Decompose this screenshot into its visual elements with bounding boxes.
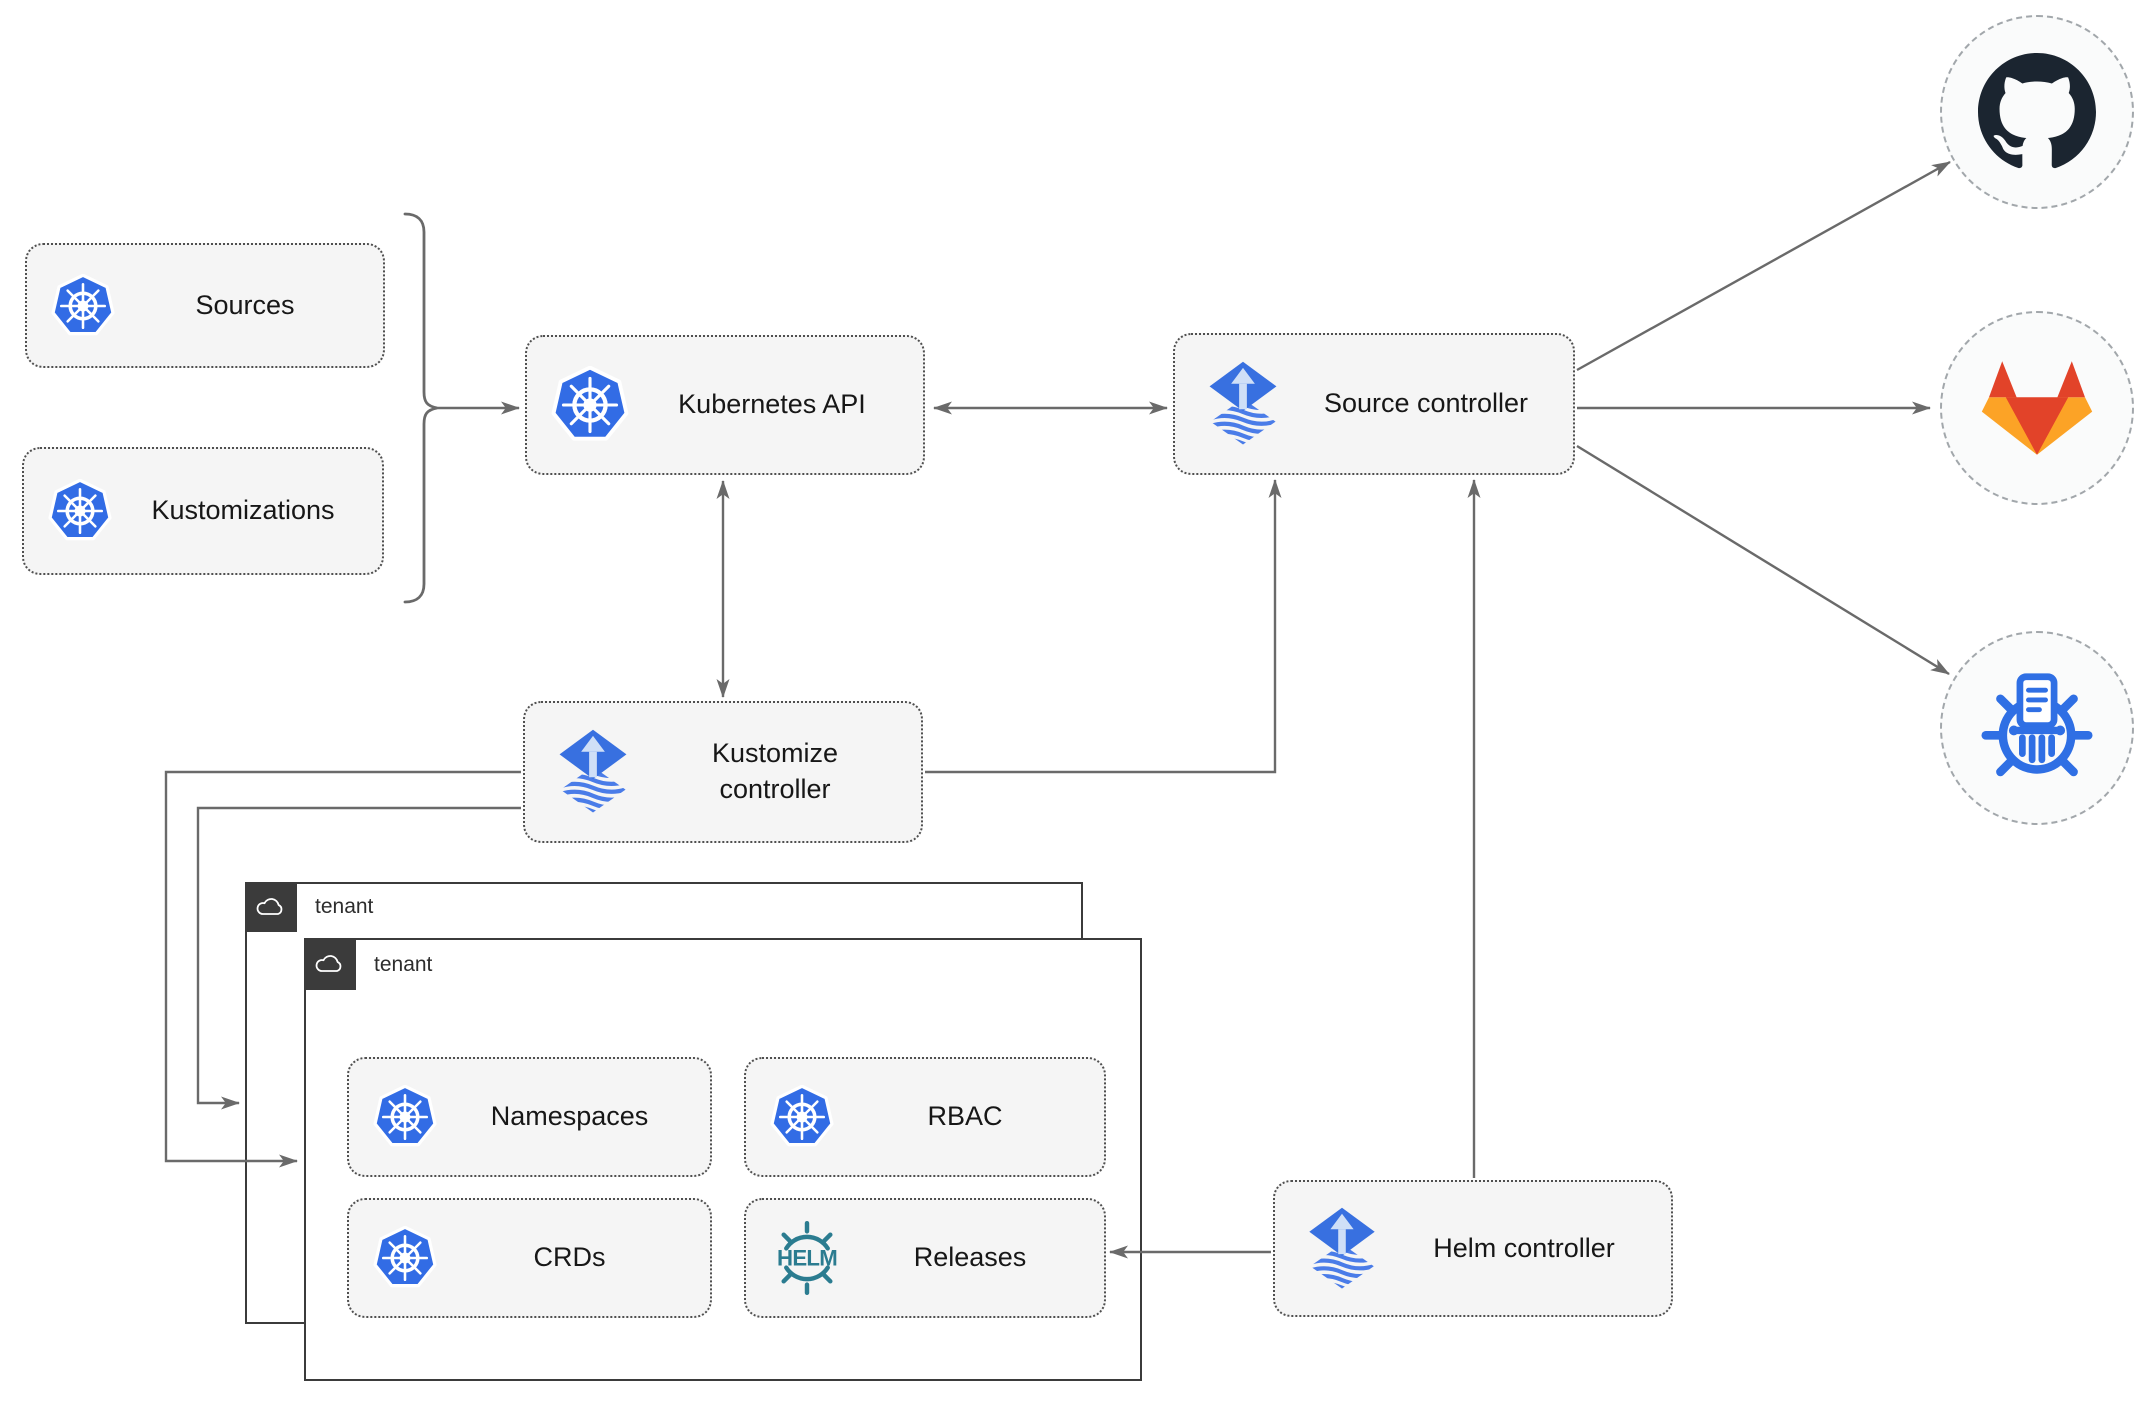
kubernetes-icon [373,1085,437,1149]
edge-source-github [1576,160,1951,372]
node-label: Kustomizations [151,495,335,526]
manifest-bucket-icon [1976,667,2098,789]
tenant-tab [245,882,297,932]
node-crds: CRDs [347,1198,712,1318]
node-namespaces: Namespaces [347,1057,712,1177]
cloud-icon [255,895,287,919]
helm-logo-text: HELM [777,1245,837,1270]
flux-icon [1299,1206,1385,1292]
gitlab-tanuki-icon [1977,352,2097,464]
node-sources: Sources [25,243,385,368]
node-label: Releases [913,1242,1027,1273]
tenant-group-label: tenant [315,895,374,918]
flux-icon [549,728,637,816]
helm-icon: HELM [770,1221,844,1295]
node-kustomizations: Kustomizations [22,447,384,575]
tenant-group-label: tenant [374,953,433,976]
github-octocat-icon [1978,53,2096,171]
node-label: RBAC [927,1101,1003,1132]
flux-icon [1199,360,1287,448]
endpoint-gitlab [1940,311,2134,505]
tenant-group-inner: tenant Namespaces RBAC [304,938,1142,1381]
node-label: Source controller [1323,388,1529,419]
node-source-controller: Source controller [1173,333,1575,475]
edge-kustomize-source [925,479,1282,774]
endpoint-manifest-bucket [1940,631,2134,825]
edge-bracket [403,212,438,604]
node-label: Helm controller [1433,1232,1615,1263]
node-label: Kubernetes API [678,389,866,420]
edge-source-bucket [1576,444,1950,676]
node-helm-controller: Helm controller [1273,1180,1673,1317]
node-releases: HELM Releases [744,1198,1106,1318]
kubernetes-icon [48,479,112,543]
node-label: Namespaces [490,1101,649,1132]
node-kubernetes-api: Kubernetes API [525,335,925,475]
node-rbac: RBAC [744,1057,1106,1177]
node-kustomize-controller: Kustomize controller [523,701,923,843]
node-label: CRDs [533,1242,606,1273]
node-label: Kustomize controller [711,738,839,804]
kubernetes-icon [551,366,629,444]
kubernetes-icon [373,1226,437,1290]
endpoint-github [1940,15,2134,209]
tenant-tab [304,938,356,990]
kubernetes-icon [51,273,115,338]
cloud-icon [314,952,346,976]
kubernetes-icon [770,1085,834,1149]
node-label: Sources [195,289,295,320]
